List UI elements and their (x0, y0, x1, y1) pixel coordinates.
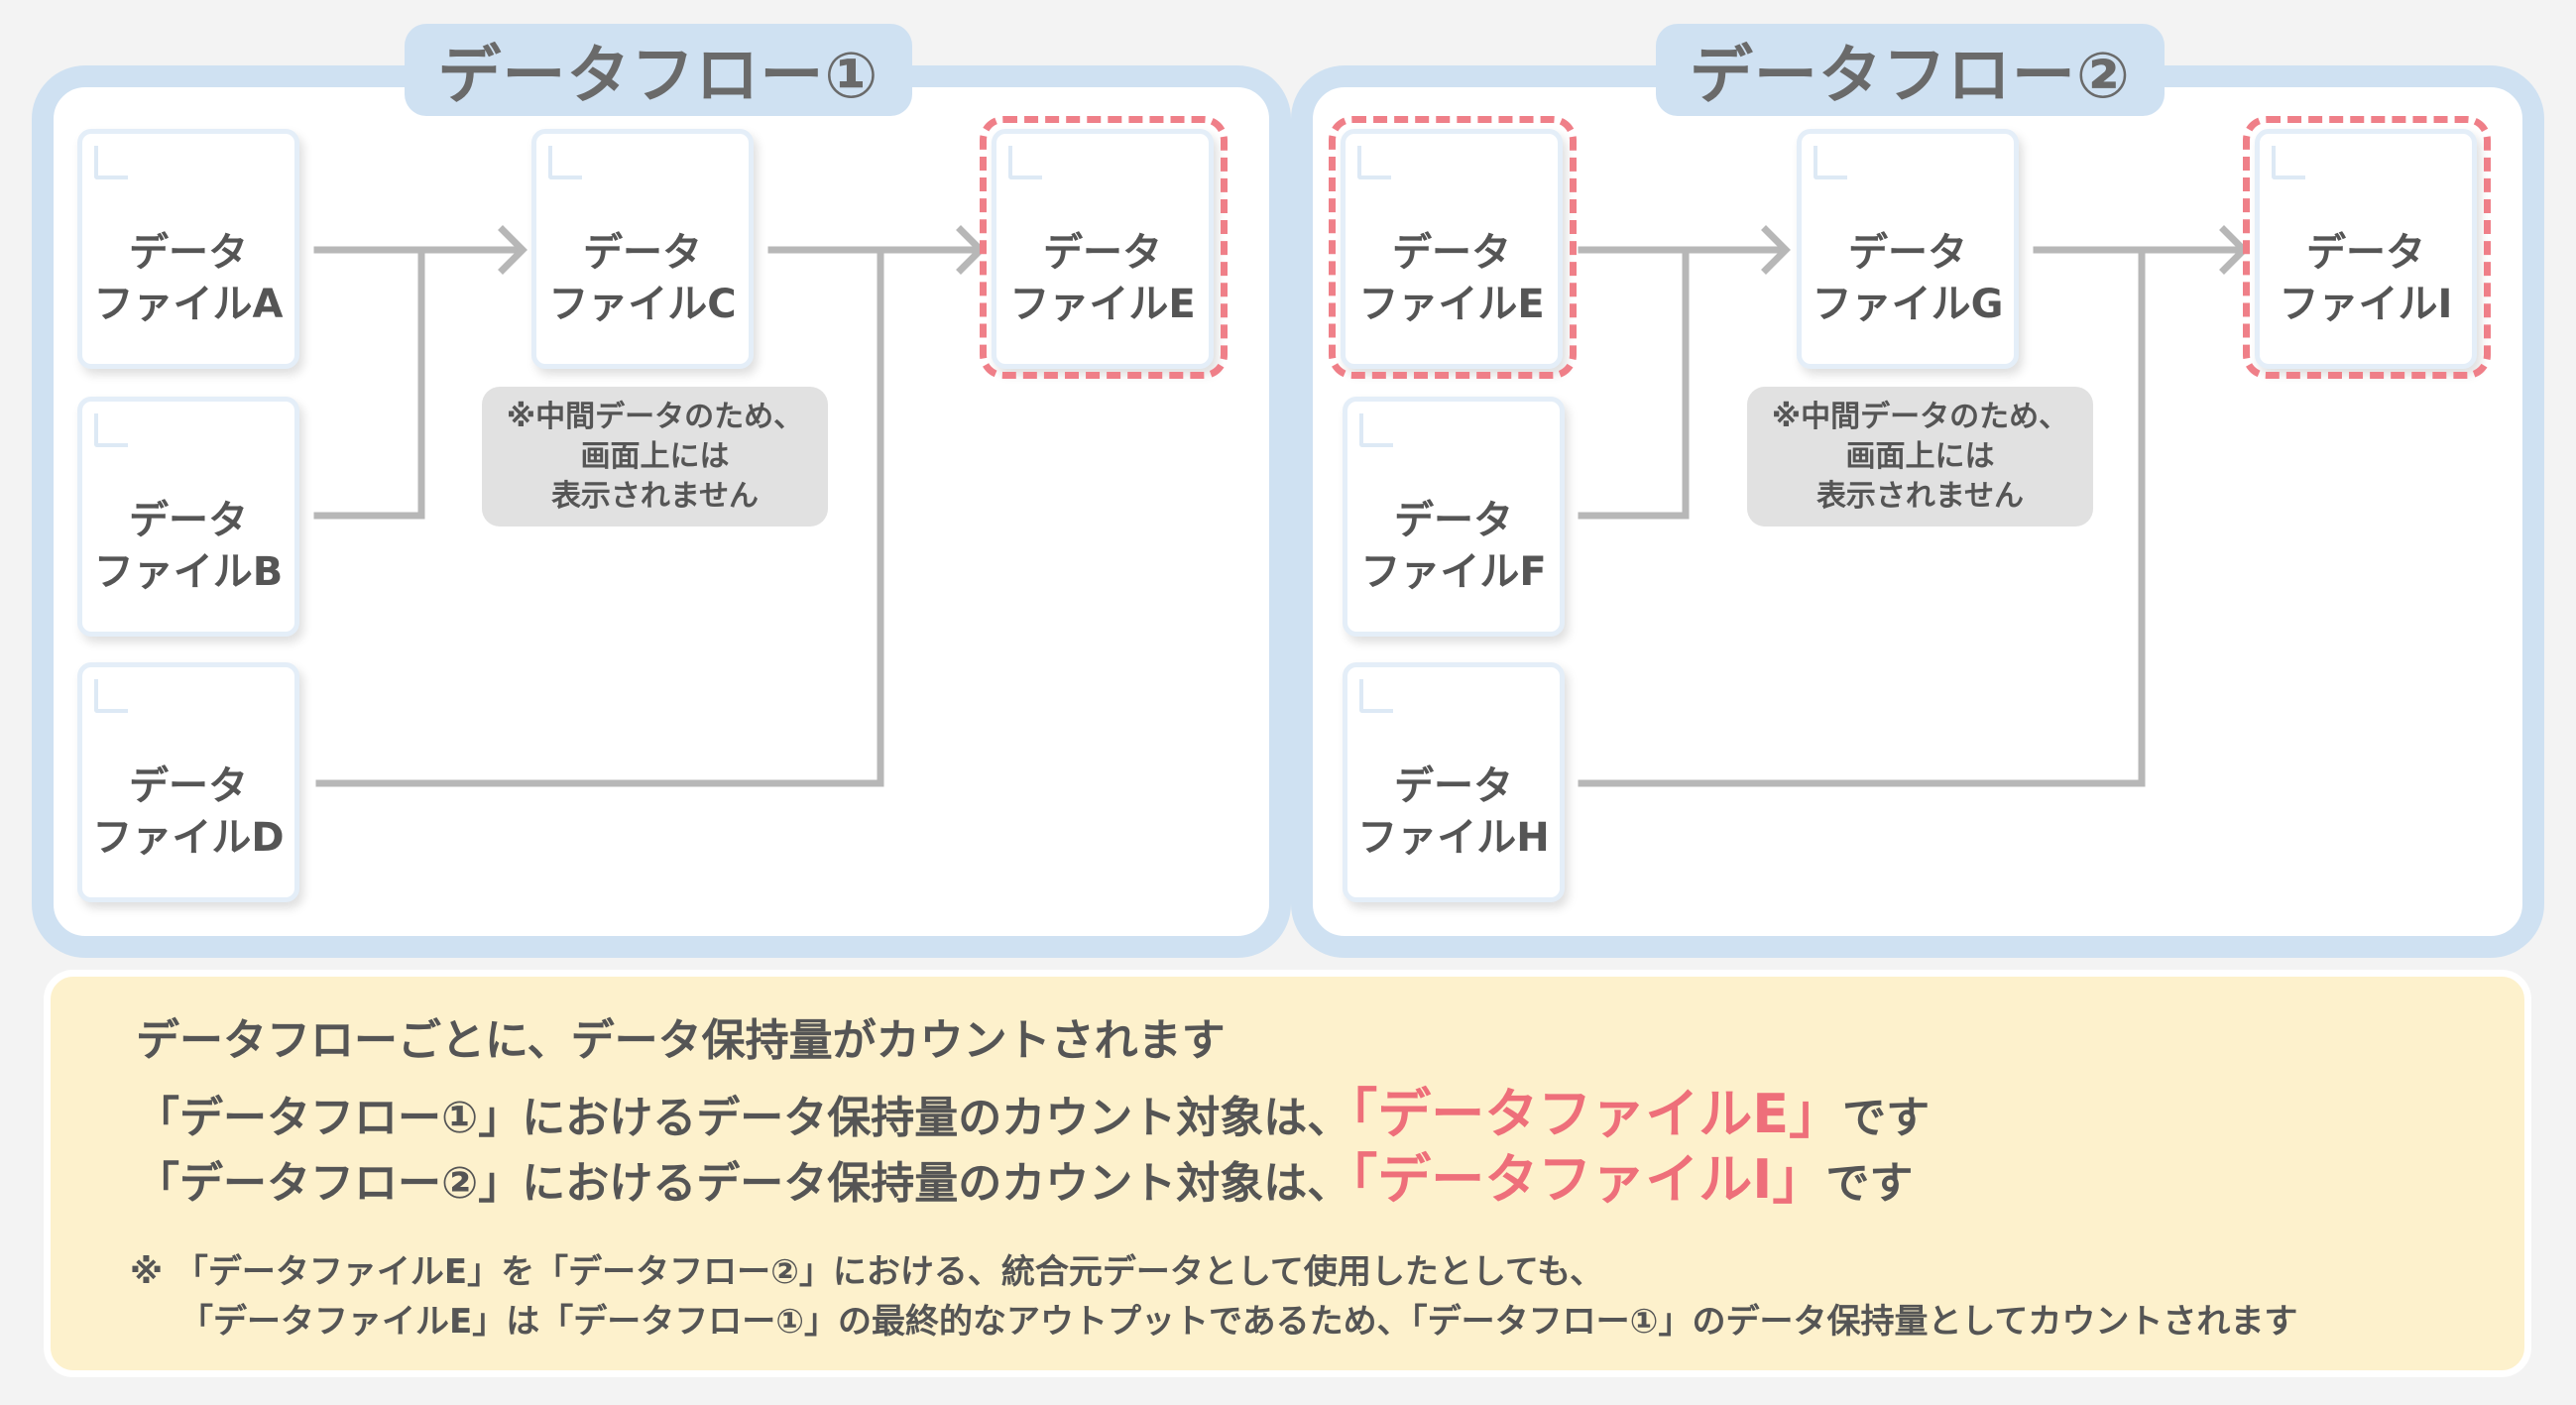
arrowhead-to-c (498, 225, 527, 275)
file-label-line2: ファイルA (93, 282, 284, 327)
file-label-line1: データ (129, 498, 248, 543)
note-line2: 画面上には (580, 438, 730, 474)
file-label-line2: ファイルI (2279, 282, 2453, 327)
file-f: データファイルF (1343, 397, 1565, 637)
connector-h-merge (1578, 246, 2146, 787)
file-label-line2: ファイルC (548, 282, 737, 327)
file-label-line1: データ (1848, 230, 1967, 276)
highlight-file-i: 「データファイルI」 (1350, 1148, 1826, 1211)
file-corner-icon (1359, 413, 1393, 447)
note-line1: ※中間データのため、 (1771, 399, 2069, 434)
summary-note-2: 「データファイルE」は「データフロー①」の最終的なアウトプットであるため、「デー… (179, 1302, 2298, 1342)
file-label-line1: データ (129, 230, 248, 276)
file-e-output: データファイルE (992, 129, 1214, 369)
summary-line-3: 「データフロー②」におけるデータ保持量のカウント対象は、「データファイルI」です (136, 1135, 1913, 1214)
file-label-line2: ファイルE (1009, 282, 1196, 327)
summary-line-2-text: 「データフロー①」におけるデータ保持量のカウント対象は、 (136, 1093, 1351, 1143)
note-line3: 表示されません (550, 478, 760, 514)
file-label-line2: ファイルD (92, 815, 285, 861)
file-label-line1: データ (583, 230, 702, 276)
file-corner-icon (94, 146, 128, 179)
file-b: データファイルB (77, 397, 299, 637)
input-highlight-flow2 (1329, 116, 1577, 379)
file-label-line1: データ (129, 763, 248, 809)
file-corner-icon (1359, 679, 1393, 713)
output-highlight-flow2 (2243, 116, 2491, 379)
file-c: データファイルC (531, 129, 754, 369)
summary-line-2-suffix: です (1842, 1093, 1931, 1143)
summary-line-3-suffix: です (1825, 1158, 1914, 1209)
connector-b-merge (313, 246, 425, 520)
connector-d-merge (315, 246, 884, 787)
dataflow-2-title: データフロー② (1656, 24, 2165, 116)
connector-f-merge (1578, 246, 1690, 520)
summary-box: データフローごとに、データ保持量がカウントされます 「データフロー①」におけるデ… (44, 970, 2531, 1377)
file-e-input: データファイルE (1341, 129, 1563, 369)
file-corner-icon (1008, 146, 1042, 179)
output-highlight-flow1 (980, 116, 1228, 379)
file-label-line2: ファイルF (1360, 549, 1547, 595)
file-g: データファイルG (1797, 129, 2019, 369)
intermediate-data-note: ※中間データのため、 画面上には 表示されません (482, 387, 828, 527)
file-label-line1: データ (1394, 763, 1513, 809)
file-label-line1: データ (1043, 230, 1162, 276)
file-label-line2: ファイルH (1357, 815, 1550, 861)
file-corner-icon (94, 413, 128, 447)
file-label-line1: データ (1392, 230, 1511, 276)
dataflow-1-title: データフロー① (405, 24, 912, 116)
file-corner-icon (548, 146, 582, 179)
note-line1: ※中間データのため、 (506, 399, 804, 434)
summary-note-1: ※ 「データファイルE」を「データフロー②」における、統合元データとして使用した… (130, 1252, 1604, 1292)
file-label-line2: ファイルG (1812, 282, 2004, 327)
intermediate-data-note: ※中間データのため、 画面上には 表示されません (1747, 387, 2093, 527)
file-h: データファイルH (1343, 662, 1565, 902)
file-label-line2: ファイルE (1358, 282, 1545, 327)
file-label-line2: ファイルB (93, 549, 284, 595)
summary-line-3-text: 「データフロー②」におけるデータ保持量のカウント対象は、 (136, 1158, 1351, 1209)
summary-line-1: データフローごとに、データ保持量がカウントされます (136, 1015, 1226, 1066)
highlight-file-e: 「データファイルE」 (1350, 1083, 1843, 1145)
file-i-output: データファイルI (2255, 129, 2477, 369)
file-corner-icon (1357, 146, 1391, 179)
file-corner-icon (94, 679, 128, 713)
summary-line-2: 「データフロー①」におけるデータ保持量のカウント対象は、「データファイルE」です (136, 1070, 1930, 1148)
file-corner-icon (1814, 146, 1847, 179)
file-label-line1: データ (2306, 230, 2425, 276)
file-a: データファイルA (77, 129, 299, 369)
file-label-line1: データ (1394, 498, 1513, 543)
note-line3: 表示されません (1815, 478, 2025, 514)
arrowhead-to-g (1761, 225, 1791, 275)
file-corner-icon (2272, 146, 2305, 179)
file-d: データファイルD (77, 662, 299, 902)
note-line2: 画面上には (1845, 438, 1995, 474)
